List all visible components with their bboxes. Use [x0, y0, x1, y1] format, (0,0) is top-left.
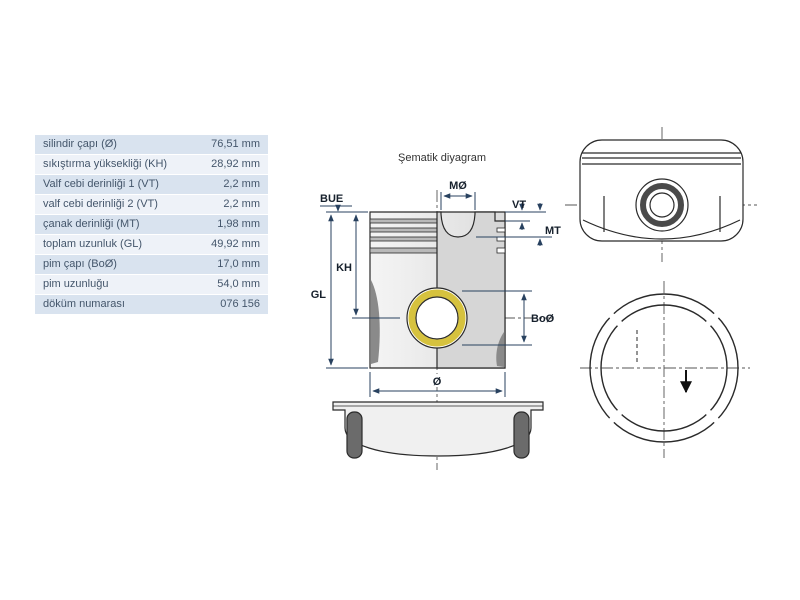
ring-groove — [369, 218, 438, 224]
pin-bore-highlight — [408, 289, 466, 347]
spec-value: 1,98 mm — [217, 218, 260, 230]
dim-label-kh: KH — [336, 262, 352, 274]
spec-table: silindir çapı (Ø) 76,51 mm sıkıştırma yü… — [35, 135, 268, 315]
dimension-lines — [320, 192, 552, 397]
dim-label-mt: MT — [545, 225, 561, 237]
ring-groove — [369, 236, 438, 242]
spec-label: Valf cebi derinliği 1 (VT) — [43, 178, 159, 190]
spec-value: 76,51 mm — [211, 138, 260, 150]
table-row: döküm numarası 076 156 — [35, 294, 268, 315]
spec-label: çanak derinliği (MT) — [43, 218, 140, 230]
spec-label: döküm numarası — [43, 298, 125, 310]
table-row: pim uzunluğu 54,0 mm — [35, 274, 268, 295]
skirt-shadow — [371, 280, 380, 364]
spec-value: 2,2 mm — [223, 198, 260, 210]
pin-boss — [346, 411, 363, 459]
dim-label-bo: BoØ — [531, 313, 555, 325]
table-row: silindir çapı (Ø) 76,51 mm — [35, 135, 268, 155]
piston-front-view — [579, 139, 744, 242]
dim-label-vt: VT — [512, 199, 526, 211]
spec-label: toplam uzunluk (GL) — [43, 238, 143, 250]
dim-label-gl: GL — [311, 289, 327, 301]
spec-value: 2,2 mm — [223, 178, 260, 190]
spec-label: pim çapı (BoØ) — [43, 258, 117, 270]
ring-groove — [369, 227, 438, 233]
table-row: toplam uzunluk (GL) 49,92 mm — [35, 234, 268, 255]
table-row: pim çapı (BoØ) 17,0 mm — [35, 254, 268, 275]
spec-label: valf cebi derinliği 2 (VT) — [43, 198, 158, 210]
spec-value: 49,92 mm — [211, 238, 260, 250]
pin-boss — [513, 411, 530, 459]
ring-groove — [369, 247, 438, 254]
piston-cross-section — [369, 211, 506, 369]
spec-value: 54,0 mm — [217, 278, 260, 290]
skirt-shadow — [496, 332, 504, 367]
spec-value: 28,92 mm — [211, 158, 260, 170]
spec-label: sıkıştırma yüksekliği (KH) — [43, 158, 168, 170]
spec-value: 076 156 — [220, 298, 260, 310]
spec-value: 17,0 mm — [217, 258, 260, 270]
piston-ring-view — [589, 293, 739, 443]
diagram-title: Şematik diyagram — [398, 152, 487, 164]
table-row: çanak derinliği (MT) 1,98 mm — [35, 214, 268, 235]
piston-bottom-view — [332, 401, 544, 459]
table-row: sıkıştırma yüksekliği (KH) 28,92 mm — [35, 154, 268, 175]
table-row: valf cebi derinliği 2 (VT) 2,2 mm — [35, 194, 268, 215]
table-row: Valf cebi derinliği 1 (VT) 2,2 mm — [35, 174, 268, 195]
spec-label: silindir çapı (Ø) — [43, 138, 117, 150]
dim-label-diameter: Ø — [433, 376, 442, 388]
dim-label-bue: BUE — [320, 193, 343, 205]
spec-label: pim uzunluğu — [43, 278, 109, 290]
dim-label-mo: MØ — [449, 180, 467, 192]
